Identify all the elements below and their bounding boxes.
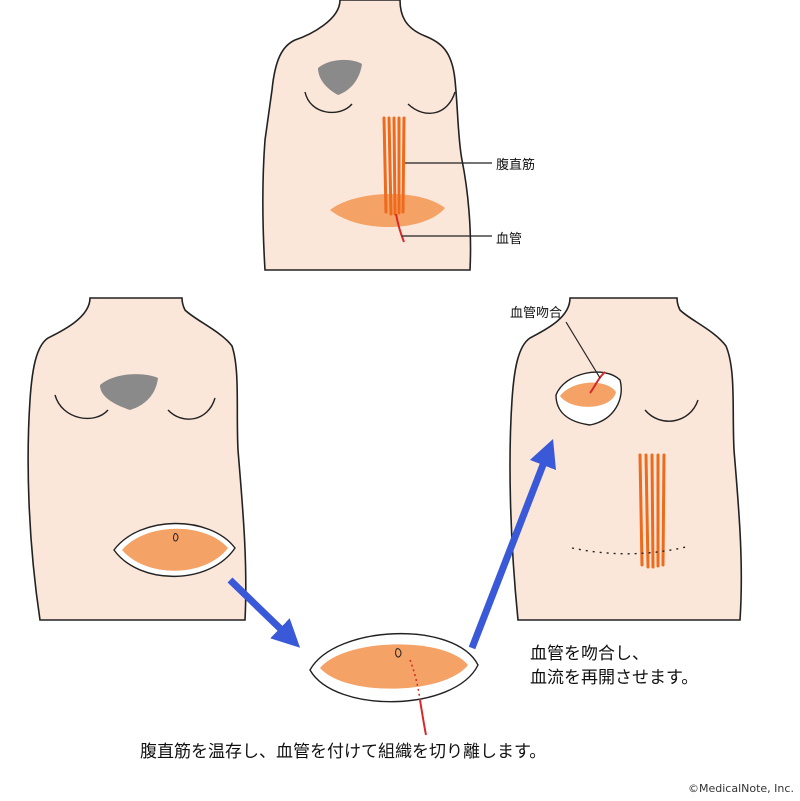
flap-vessel <box>419 699 427 736</box>
left-tissue-flap <box>122 528 228 571</box>
label-blood-vessel: 血管 <box>496 232 523 247</box>
left-breast-right <box>167 397 216 420</box>
right-torso <box>509 297 743 621</box>
right-rectus-muscle <box>638 453 666 569</box>
left-navel <box>173 533 179 542</box>
flap-navel <box>395 648 402 658</box>
caption-right-line2: 血流を再開させます。 <box>530 668 699 688</box>
right-breast-tissue <box>560 382 616 407</box>
label-anastomosis: 血管吻合 <box>510 306 563 321</box>
right-abdominal-scar <box>571 545 691 555</box>
caption-right-line1: 血管を吻合し、 <box>530 644 649 664</box>
caption-bottom: 腹直筋を温存し、血管を付けて組織を切り離します。 <box>140 742 547 762</box>
credit-text: ©MedicalNote, Inc. <box>688 782 794 795</box>
top-torso <box>261 0 472 271</box>
harvested-flap <box>309 632 479 736</box>
top-breast-left <box>304 91 353 114</box>
label-rectus-muscle: 腹直筋 <box>496 158 536 173</box>
left-breast-left <box>54 394 109 420</box>
left-torso <box>27 297 247 621</box>
top-rectus-muscle <box>382 116 406 216</box>
arrow-up-right <box>468 438 556 650</box>
arrow-down-right <box>227 577 301 648</box>
right-figure <box>509 297 743 621</box>
leader-anastomosis <box>565 321 601 379</box>
top-figure <box>261 0 492 271</box>
top-breast-right <box>407 91 456 114</box>
top-vessel <box>395 213 405 243</box>
top-tissue-flap <box>330 193 445 228</box>
left-figure <box>27 297 247 621</box>
right-breast-right <box>644 399 699 422</box>
top-mastectomy-scar <box>318 59 362 95</box>
right-anastomosis-vessel <box>589 371 606 394</box>
flap-tissue <box>320 644 468 689</box>
left-mastectomy-scar <box>100 374 158 410</box>
